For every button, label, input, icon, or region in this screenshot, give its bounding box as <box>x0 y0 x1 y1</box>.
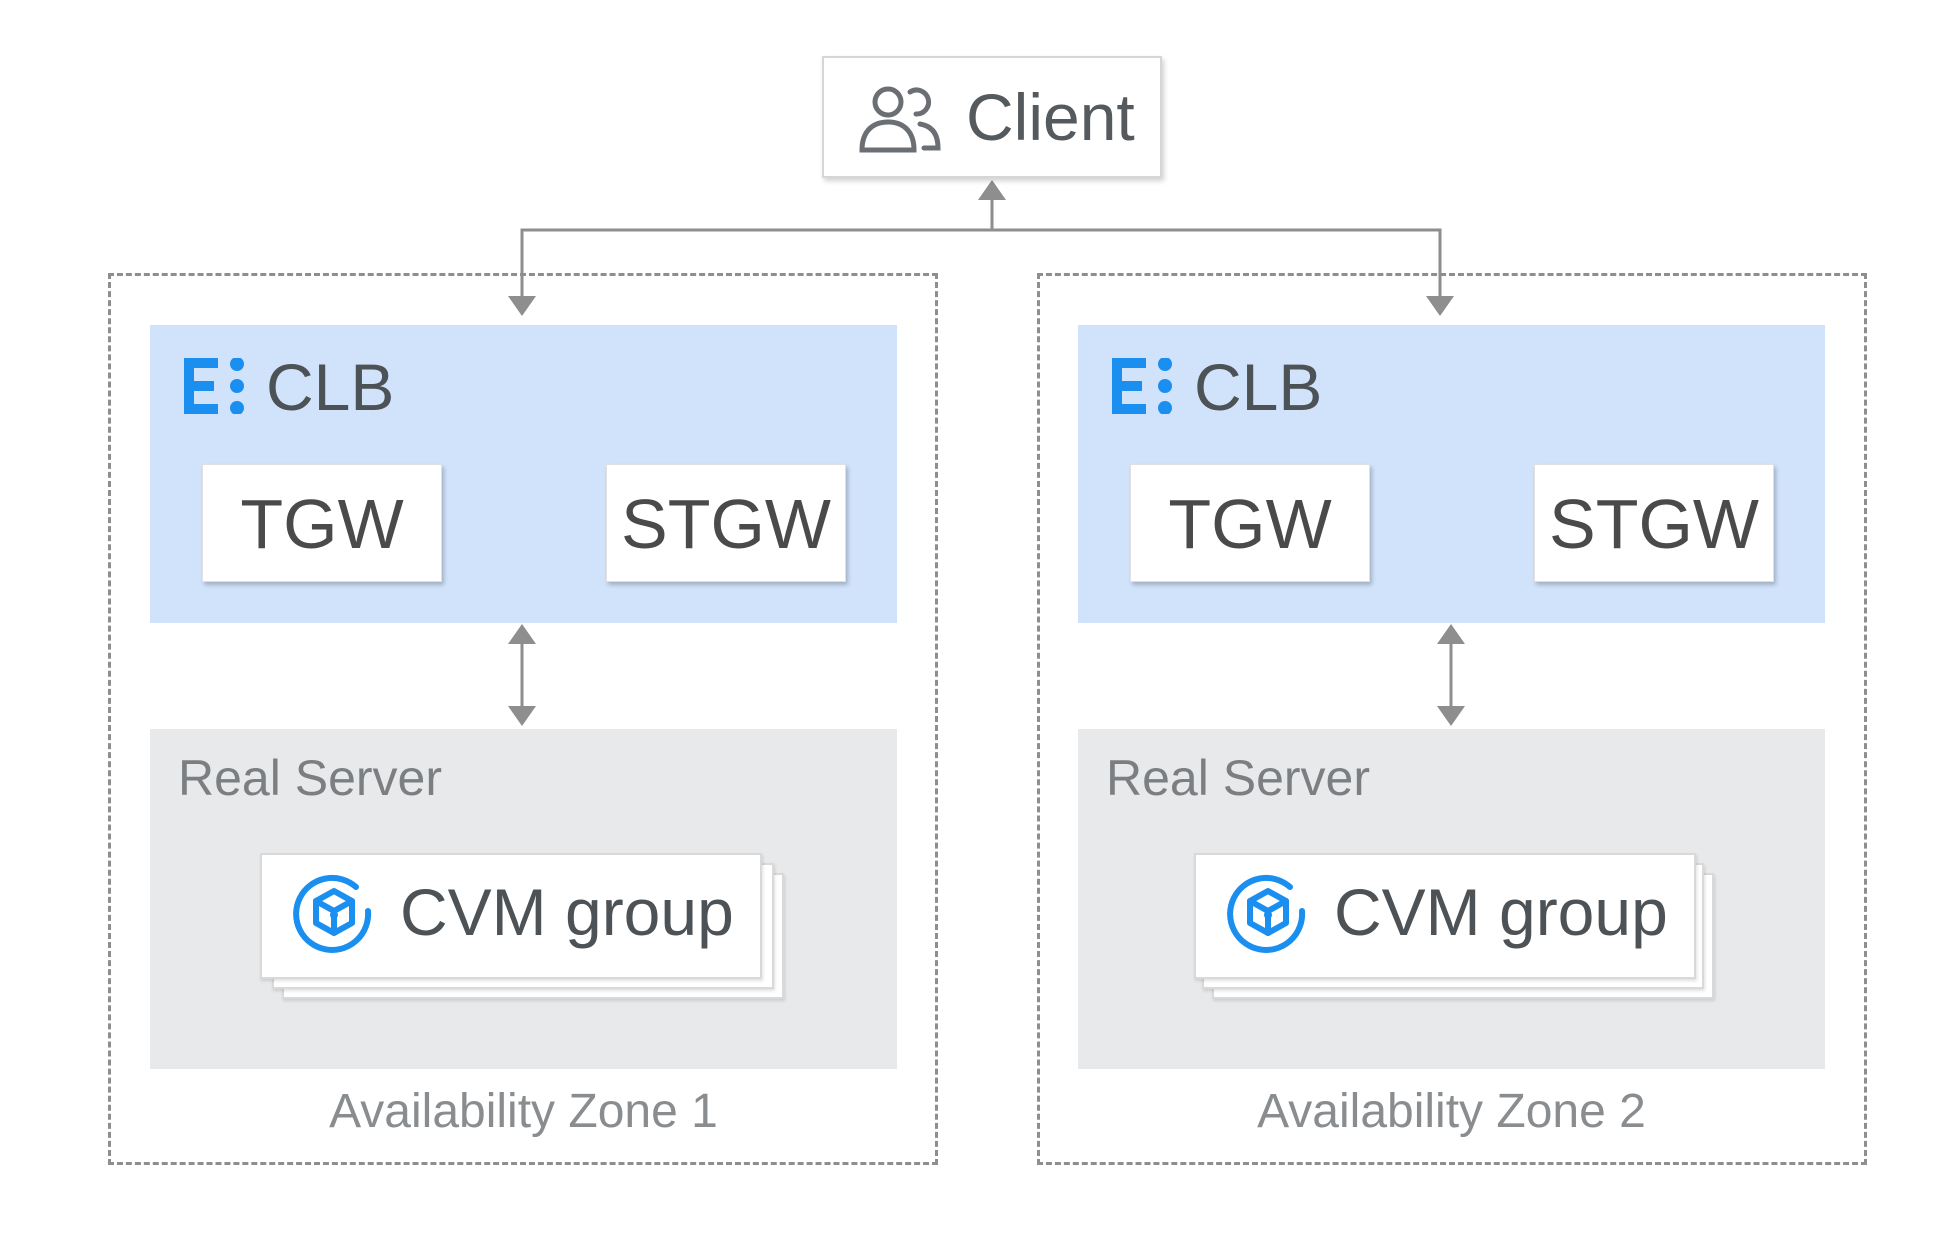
cvm-group-card-z2: CVM group <box>1194 853 1696 979</box>
arrow-to-client <box>978 180 1006 200</box>
cvm-group-card-z1: CVM group <box>260 853 762 979</box>
stgw-box-z1: STGW <box>606 464 846 582</box>
zone-bus <box>520 228 1442 312</box>
cvm-group-label: CVM group <box>1334 875 1668 949</box>
clb-icon <box>184 358 244 414</box>
arrow-to-zone2 <box>1426 296 1454 316</box>
client-node: Client <box>822 56 1162 178</box>
cvm-group-label: CVM group <box>400 875 734 949</box>
real-server-panel-z2: Real Server CVM group <box>1078 729 1825 1069</box>
client-label: Client <box>966 80 1135 154</box>
clb-icon <box>1112 358 1172 414</box>
arrow-to-zone1 <box>508 296 536 316</box>
tgw-box-z2: TGW <box>1130 464 1370 582</box>
real-server-panel-z1: Real Server CVM group <box>150 729 897 1069</box>
clb-title: CLB <box>1194 350 1323 424</box>
availability-zone-1 <box>108 273 938 1165</box>
cvm-icon <box>1227 874 1306 953</box>
availability-zone-2 <box>1037 273 1867 1165</box>
real-server-label: Real Server <box>1106 750 1370 806</box>
stgw-box-z2: STGW <box>1534 464 1774 582</box>
zone-label-2: Availability Zone 2 <box>1257 1085 1646 1138</box>
real-server-label: Real Server <box>178 750 442 806</box>
cvm-icon <box>293 874 372 953</box>
clb-title: CLB <box>266 350 395 424</box>
tgw-box-z1: TGW <box>202 464 442 582</box>
zone-label-1: Availability Zone 1 <box>329 1085 718 1138</box>
users-icon <box>859 86 941 153</box>
